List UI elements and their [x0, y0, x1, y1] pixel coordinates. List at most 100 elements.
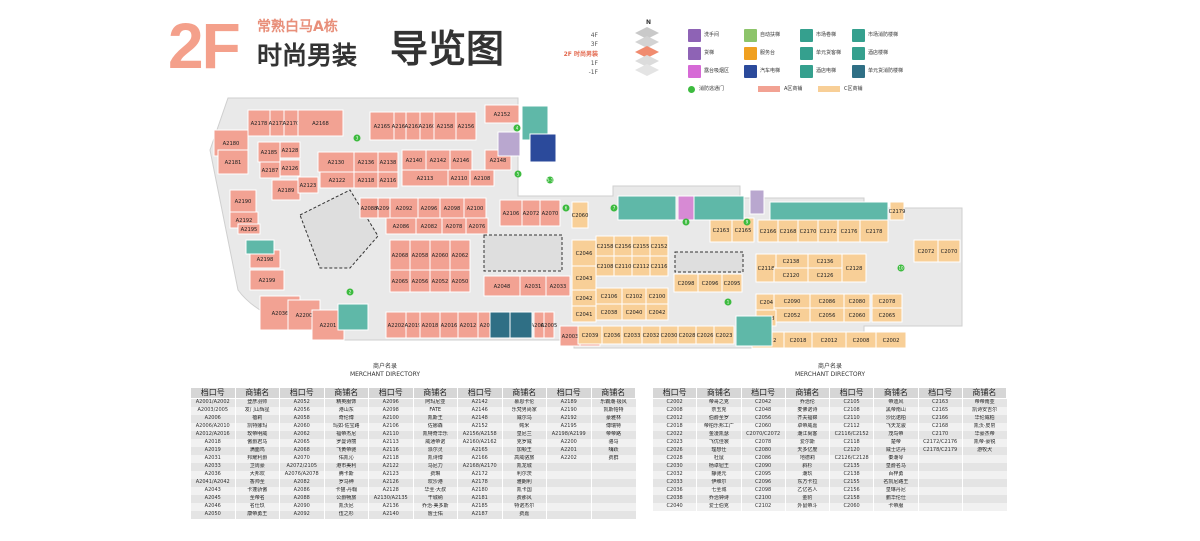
- stall-number: A2201: [546, 446, 591, 455]
- fire-door-7: [610, 204, 618, 212]
- store-name: 七圣城: [696, 486, 741, 495]
- stall-number: C2022: [651, 430, 697, 439]
- store-a2180-label: A2180: [223, 141, 240, 147]
- store-name: 外鼠帝斗: [784, 502, 830, 511]
- store-c2086-label: C2086: [819, 299, 836, 305]
- store-name: 百梓勇: [873, 470, 918, 479]
- store-name: 港山东: [323, 406, 369, 415]
- store-c2152-label: C2152: [651, 244, 668, 250]
- stall-number: A2165: [457, 446, 502, 455]
- store-name: 威士达丹: [873, 446, 918, 455]
- restroom-icon: [688, 29, 701, 42]
- stall-number: A2106: [368, 422, 413, 431]
- store-a2003-label: A2003: [562, 334, 579, 340]
- store-name: 理想仕: [696, 446, 741, 455]
- stall-number: C2138: [828, 470, 874, 479]
- hotel-elevator-icon: [800, 65, 813, 78]
- store-name: 帝哥之克: [696, 398, 741, 407]
- store-a2082-label: A2082: [421, 224, 438, 230]
- map-legend: 洗手间自动扶梯市场卷梯市场消防楼梯货梯服务台单元货客梯酒店楼梯露台吸烟区汽车电梯…: [688, 29, 918, 113]
- store-name: 金豹: [784, 494, 830, 503]
- store-a2140-label: A2140: [406, 158, 423, 164]
- stall-number: A2178: [457, 478, 502, 487]
- atrium-c: [674, 251, 744, 273]
- store-c2023-label: C2023: [716, 333, 733, 339]
- legend-item-2: 市场卷梯: [800, 29, 836, 42]
- stall-number: A2076/A2078: [279, 470, 324, 479]
- stall-number: C2060: [740, 422, 786, 431]
- stall-number: A2100: [368, 414, 413, 423]
- store-name: [590, 502, 636, 511]
- legend-item-0: 洗手间: [688, 29, 719, 42]
- store-a2181-block: [217, 149, 249, 175]
- store-name: 威通帝诺: [412, 438, 458, 447]
- store-a2031-label: A2031: [525, 284, 542, 290]
- stall-number: A2123: [368, 470, 413, 479]
- store-name: 黑帝南山: [873, 406, 918, 415]
- store-a2160-label: A2160: [419, 124, 436, 130]
- store-a2187-label: A2187: [262, 168, 279, 174]
- legend-item-3: 市场消防楼梯: [852, 29, 898, 42]
- store-a2152-block: [484, 104, 520, 124]
- store-name: 帝柏乐邦工广: [696, 422, 741, 431]
- store-name: 满面鸡: [234, 446, 280, 455]
- store-name: 齐夫福锦: [784, 414, 830, 423]
- store-name: [961, 494, 1007, 503]
- store-name: 乔治·美多斯: [412, 502, 458, 511]
- store-name: 斜杉: [784, 462, 830, 471]
- store-c2078-label: C2078: [879, 299, 896, 305]
- store-a2072-label: A2072: [523, 211, 540, 217]
- store-a2050-block: [449, 269, 471, 293]
- stall-number: C2023: [651, 438, 697, 447]
- store-a2113-label: A2113: [417, 176, 434, 182]
- fire-door-label: 5-1: [547, 178, 554, 183]
- fire-stairs-icon: [852, 29, 865, 42]
- store-a2165-label: A2165: [374, 124, 391, 130]
- store-a2048-label: A2048: [494, 284, 511, 290]
- stall-number: C2165: [917, 406, 963, 415]
- store-c2126-label: C2126: [817, 273, 834, 279]
- stall-number: A2092: [279, 510, 324, 519]
- store-name: 马尼力: [412, 462, 458, 471]
- store-name: 乔治伦: [784, 398, 830, 407]
- fire-door-label: 2: [349, 290, 352, 295]
- store-name: 鳄米: [501, 422, 547, 431]
- stall-number: A2041/A2042: [190, 478, 235, 487]
- store-c2060-label: C2060: [572, 213, 589, 219]
- store-a2062-label: A2062: [452, 253, 469, 259]
- store-name: 卫周豪: [234, 462, 280, 471]
- service-desk-icon: [744, 47, 757, 60]
- legend-label: 货梯: [704, 50, 715, 56]
- stall-number: A2068: [279, 446, 324, 455]
- stall-number: A2086: [279, 486, 324, 495]
- column-header: 商铺名: [696, 387, 742, 399]
- floor-theme: 时尚男装: [257, 41, 358, 70]
- stall-number: A2031: [190, 454, 235, 463]
- legend-label: 自动扶梯: [760, 32, 781, 38]
- store-c2163-label: C2163: [713, 228, 730, 234]
- store-a2108-block: [469, 169, 495, 187]
- store-c2136-label: C2136: [817, 259, 834, 265]
- stall-number: A2001/A2002: [190, 398, 235, 407]
- hotel-stairs-icon: [852, 47, 865, 60]
- store-a2195-block: [237, 223, 261, 235]
- column-header: 商铺名: [234, 387, 280, 399]
- store-name: 傅瑞特: [590, 422, 636, 431]
- stall-number: C2048: [740, 406, 786, 415]
- store-a2010-label: A2010: [480, 323, 497, 329]
- zone-swatch-icon: [818, 86, 840, 92]
- stall-number: A2180: [457, 486, 502, 495]
- stall-number: A2006: [190, 414, 235, 423]
- store-a2168-block: [297, 109, 344, 137]
- store-c2041-label: C2041: [576, 312, 593, 318]
- store-name: 楚帝: [873, 438, 918, 447]
